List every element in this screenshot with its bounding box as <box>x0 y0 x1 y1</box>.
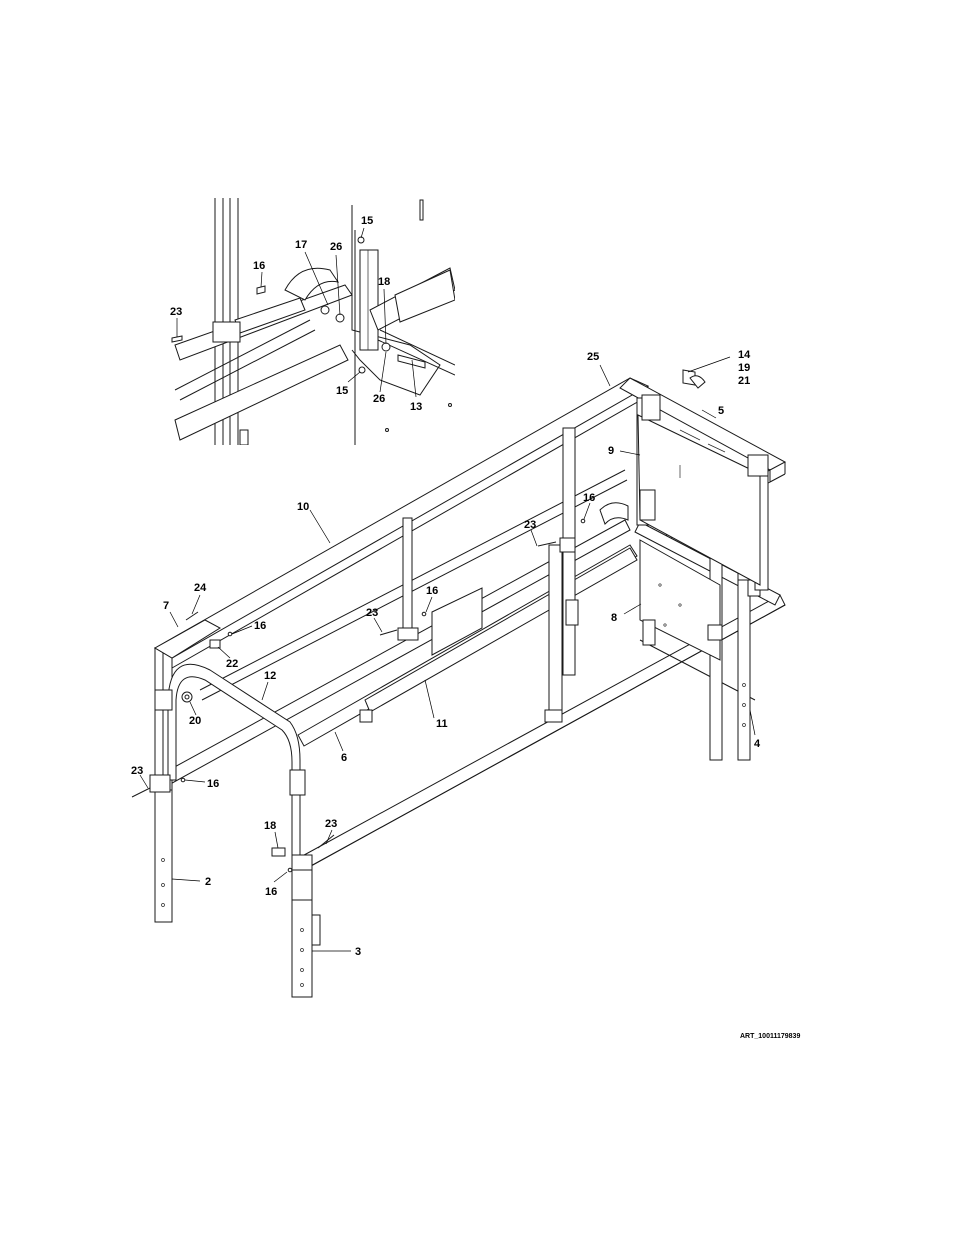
callout-21: 21 <box>738 375 750 387</box>
callout-19: 19 <box>738 362 750 374</box>
detail-callout-23: 23 <box>170 306 182 318</box>
callout-5: 5 <box>718 405 724 417</box>
callout-2: 2 <box>205 876 211 888</box>
art-code: ART_10011179839 <box>740 1033 800 1040</box>
callout-8: 8 <box>611 612 617 624</box>
detail-callout-18: 18 <box>378 276 390 288</box>
detail-callout-16: 16 <box>253 260 265 272</box>
callout-3: 3 <box>355 946 361 958</box>
detail-callout-26-bottom: 26 <box>373 393 385 405</box>
callout-23-center: 23 <box>366 607 378 619</box>
main-assembly: 25 14 19 21 5 9 10 16 23 24 7 16 16 23 8… <box>131 349 787 998</box>
callout-4: 4 <box>754 738 761 750</box>
detail-callout-15-top: 15 <box>361 215 373 227</box>
detail-inset: 15 17 26 18 16 23 15 26 13 <box>170 198 455 445</box>
callout-16-front: 16 <box>265 886 277 898</box>
callout-9: 9 <box>608 445 614 457</box>
detail-callout-13: 13 <box>410 401 422 413</box>
callout-16-left: 16 <box>207 778 219 790</box>
detail-callout-26-top: 26 <box>330 241 342 253</box>
callout-11: 11 <box>436 718 448 730</box>
callout-14: 14 <box>738 349 751 361</box>
callout-10: 10 <box>297 501 309 513</box>
callout-16-left-top: 16 <box>254 620 266 632</box>
callout-6: 6 <box>341 752 347 764</box>
detail-callout-17: 17 <box>295 239 307 251</box>
callout-23-front: 23 <box>325 818 337 830</box>
callout-7: 7 <box>163 600 169 612</box>
callout-23-upper-right: 23 <box>524 519 536 531</box>
detail-callout-15-bottom: 15 <box>336 385 348 397</box>
callout-22: 22 <box>226 658 238 670</box>
callout-25: 25 <box>587 351 599 363</box>
callout-16-upper-right: 16 <box>583 492 595 504</box>
callout-16-center: 16 <box>426 585 438 597</box>
callout-23-left: 23 <box>131 765 143 777</box>
callout-20: 20 <box>189 715 201 727</box>
callout-24: 24 <box>194 582 207 594</box>
callout-12: 12 <box>264 670 276 682</box>
callout-18: 18 <box>264 820 276 832</box>
